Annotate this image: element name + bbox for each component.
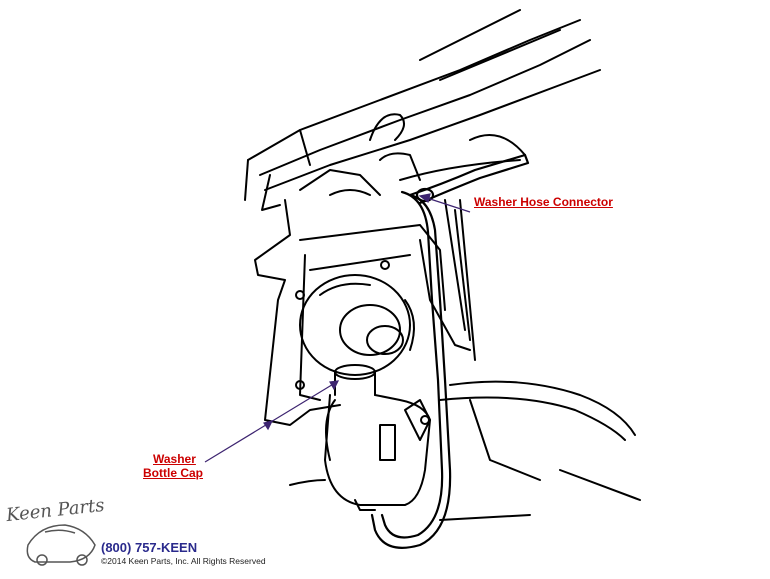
body-contour: [289, 380, 641, 521]
washer-hose-connector-label: Washer Hose Connector: [474, 195, 613, 209]
washer-bottle: [324, 364, 431, 511]
phone-number: (800) 757-KEEN: [101, 540, 198, 555]
leader-arrows: [204, 193, 471, 463]
washer-bottle-cap-label-line1: Washer: [153, 452, 196, 466]
arrowhead-bottle-cap-mid: [263, 420, 274, 431]
leader-hose-connector: [423, 196, 471, 213]
firewall-panel: [254, 199, 476, 426]
keen-parts-logo: [26, 524, 96, 566]
washer-bottle-cap-label-line2: Bottle Cap: [143, 466, 203, 480]
copyright-notice: ©2014 Keen Parts, Inc. All Rights Reserv…: [101, 556, 266, 566]
wiper-motor: [299, 274, 415, 376]
cowl-panel: [244, 9, 601, 211]
arrowhead-hose-connector: [418, 193, 431, 204]
arrowhead-bottle-cap: [329, 380, 340, 391]
washer-hose: [370, 153, 530, 549]
